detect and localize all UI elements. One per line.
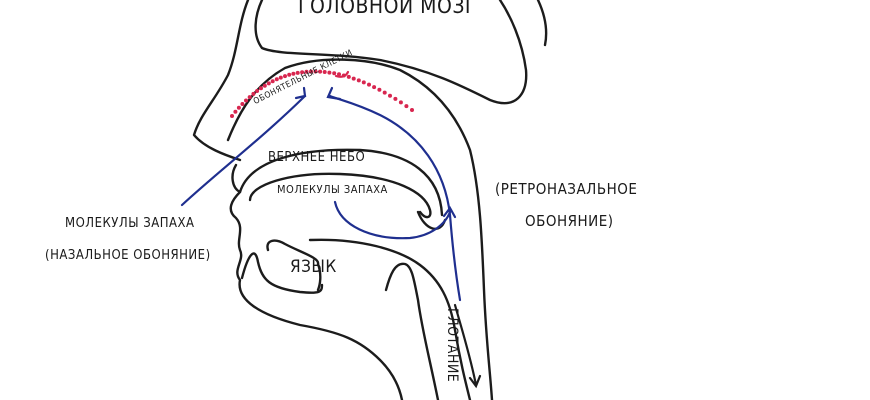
lower-lip <box>240 252 324 294</box>
olfactory-cell-dot <box>322 70 327 74</box>
olfactory-cell-dot <box>318 69 323 74</box>
olfactory-cell-dot <box>327 70 332 75</box>
nose-outline <box>192 0 250 162</box>
olfactory-cell-dot <box>309 69 313 74</box>
swallowing-label: ГЛОТАНИЕ <box>444 308 460 383</box>
throat-top <box>308 238 472 400</box>
olfactory-cell-dot <box>351 76 356 81</box>
skull-back-line <box>536 0 548 47</box>
upper-palate-inner <box>248 172 432 219</box>
olfactory-cell-dot <box>332 71 337 76</box>
olfactory-cell-dot <box>393 96 398 101</box>
tongue-outline <box>266 239 322 292</box>
lips-outline <box>229 190 404 400</box>
upper-palate-outer <box>231 148 444 217</box>
olfactory-cell-dot <box>304 69 309 74</box>
olfactory-cell-dot <box>266 81 271 86</box>
nasal-airflow-arrow <box>180 94 307 207</box>
nasal-smell-label: (НАЗАЛЬНОЕ ОБОНЯНИЕ) <box>45 248 211 263</box>
olfactory-cell-dot <box>372 85 377 90</box>
olfactory-cell-dot <box>291 71 296 76</box>
olfactory-cell-dot <box>251 91 256 96</box>
retronasal-airflow-arrow <box>328 94 462 302</box>
olfactory-cell-dot <box>388 93 392 98</box>
olfactory-cell-dot <box>367 82 371 87</box>
retronasal-label-2: ОБОНЯНИЕ) <box>525 212 614 230</box>
olfactory-cell-dot <box>295 70 300 75</box>
olfactory-cell-dot <box>410 108 414 112</box>
olfactory-cell-dot <box>259 86 263 91</box>
olfactory-cell-dot <box>255 89 260 93</box>
nasal-cavity-roof <box>226 58 494 400</box>
olfactory-cell-dot <box>247 95 252 100</box>
olfactory-cell-dot <box>346 74 351 79</box>
swallow-arrow <box>453 303 478 387</box>
brain-label: ГОЛОВНОЙ МОЗГ <box>298 0 477 18</box>
olfactory-cell-dot <box>361 80 366 85</box>
odor-molecules-left-label: МОЛЕКУЛЫ ЗАПАХА <box>65 216 195 231</box>
retronasal-branch <box>333 200 452 240</box>
olfactory-cell-dot <box>244 98 248 103</box>
olfactory-cell-dot <box>287 72 292 77</box>
olfactory-cell-dot <box>236 105 241 110</box>
arrowhead <box>326 86 342 101</box>
odor-molecules-inner-label: МОЛЕКУЛЫ ЗАПАХА <box>277 183 388 196</box>
upper-palate-label: ВЕРХНЕЕ НЕБО <box>268 150 366 165</box>
olfactory-cell-dot <box>262 83 267 88</box>
olfactory-cell-dot <box>278 75 283 80</box>
brain-outline <box>254 0 528 105</box>
olfactory-cell-dot <box>240 102 245 106</box>
olfactory-cell-dot <box>274 77 279 82</box>
olfactory-cell-dot <box>270 79 275 84</box>
olfactory-cell-dot <box>283 74 287 79</box>
olfactory-cell-dot <box>382 90 387 95</box>
cells-arrow <box>334 70 350 78</box>
arrowhead <box>468 374 482 389</box>
olfactory-cell-dot <box>230 114 234 118</box>
arrowhead <box>294 86 307 100</box>
olfactory-cell-dot <box>404 104 409 109</box>
olfactory-cell-dot <box>313 69 318 74</box>
olfactory-cell-dot <box>337 72 341 77</box>
olfactory-cell-dot <box>356 78 361 83</box>
olfactory-cell-dot <box>300 70 305 75</box>
tongue-label: ЯЗЫК <box>290 257 337 277</box>
olfactory-cell-dot <box>398 100 403 105</box>
olfactory-cell-dot <box>233 109 238 114</box>
retronasal-label-1: (РЕТРОНАЗАЛЬНОЕ <box>495 180 638 198</box>
olfactory-cell-dot <box>377 87 382 92</box>
arrowhead <box>442 205 457 219</box>
olfactory-cells <box>230 69 414 118</box>
epiglottis <box>384 262 440 400</box>
